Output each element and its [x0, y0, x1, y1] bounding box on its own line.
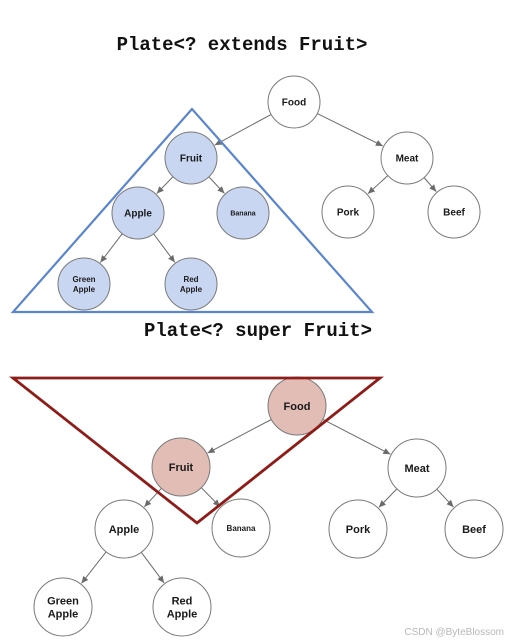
node-pork [328, 499, 388, 559]
node-label-green-apple: Green [47, 595, 79, 607]
node-label-apple: Apple [124, 209, 152, 220]
edge-food-to-meat [322, 418, 391, 455]
node-label-pork: Pork [346, 524, 371, 536]
edge-meat-to-beef [436, 488, 454, 508]
node-label-food: Food [284, 401, 311, 413]
node-label-red-apple: Red [172, 595, 193, 607]
edge-meat-to-pork [367, 175, 389, 195]
node-apple [111, 186, 165, 240]
node-label-red-apple: Apple [180, 285, 203, 294]
node-beef [427, 185, 481, 239]
node-red-apple [152, 577, 212, 637]
node-label-food: Food [282, 98, 306, 109]
node-label-banana: Banana [230, 210, 255, 217]
edge-fruit-to-banana [200, 487, 221, 507]
node-red-apple [164, 257, 218, 311]
node-label-banana: Banana [227, 524, 256, 533]
edge-apple-to-red-apple [140, 551, 165, 584]
edge-fruit-to-apple [156, 176, 174, 194]
super-bound-triangle [8, 376, 385, 525]
extends-bound-triangle [10, 107, 375, 314]
node-label-apple: Apple [109, 524, 140, 536]
node-label-beef: Beef [462, 524, 486, 536]
node-label-red-apple: Apple [167, 608, 198, 620]
edge-apple-to-green-apple [99, 233, 123, 263]
node-label-meat: Meat [396, 154, 419, 165]
title-super: Plate<? super Fruit> [143, 320, 373, 342]
node-label-pork: Pork [337, 208, 360, 219]
edge-food-to-fruit [207, 419, 272, 454]
node-beef [444, 499, 504, 559]
node-banana [211, 498, 271, 558]
node-fruit [151, 437, 211, 497]
node-label-fruit: Fruit [180, 154, 203, 165]
node-pork [321, 185, 375, 239]
edge-food-to-fruit [214, 113, 272, 146]
node-banana [216, 186, 270, 240]
node-food [267, 75, 321, 129]
node-label-beef: Beef [443, 208, 465, 219]
node-label-green-apple: Apple [48, 608, 79, 620]
node-meat [387, 438, 447, 498]
watermark: CSDN @ByteBlossom [404, 627, 504, 638]
edge-fruit-to-banana [208, 176, 225, 194]
node-green-apple [57, 257, 111, 311]
node-label-red-apple: Red [183, 275, 198, 284]
edge-meat-to-beef [423, 177, 437, 192]
node-label-green-apple: Apple [73, 285, 96, 294]
node-fruit [164, 131, 218, 185]
edge-meat-to-pork [378, 488, 398, 508]
node-apple [94, 499, 154, 559]
edge-apple-to-red-apple [153, 233, 176, 263]
title-extends: Plate<? extends Fruit> [116, 34, 368, 56]
node-label-green-apple: Green [72, 275, 95, 284]
node-label-meat: Meat [404, 463, 429, 475]
edge-apple-to-green-apple [81, 551, 107, 584]
edge-food-to-meat [317, 113, 384, 147]
node-meat [380, 131, 434, 185]
node-label-fruit: Fruit [169, 462, 194, 474]
node-green-apple [33, 577, 93, 637]
